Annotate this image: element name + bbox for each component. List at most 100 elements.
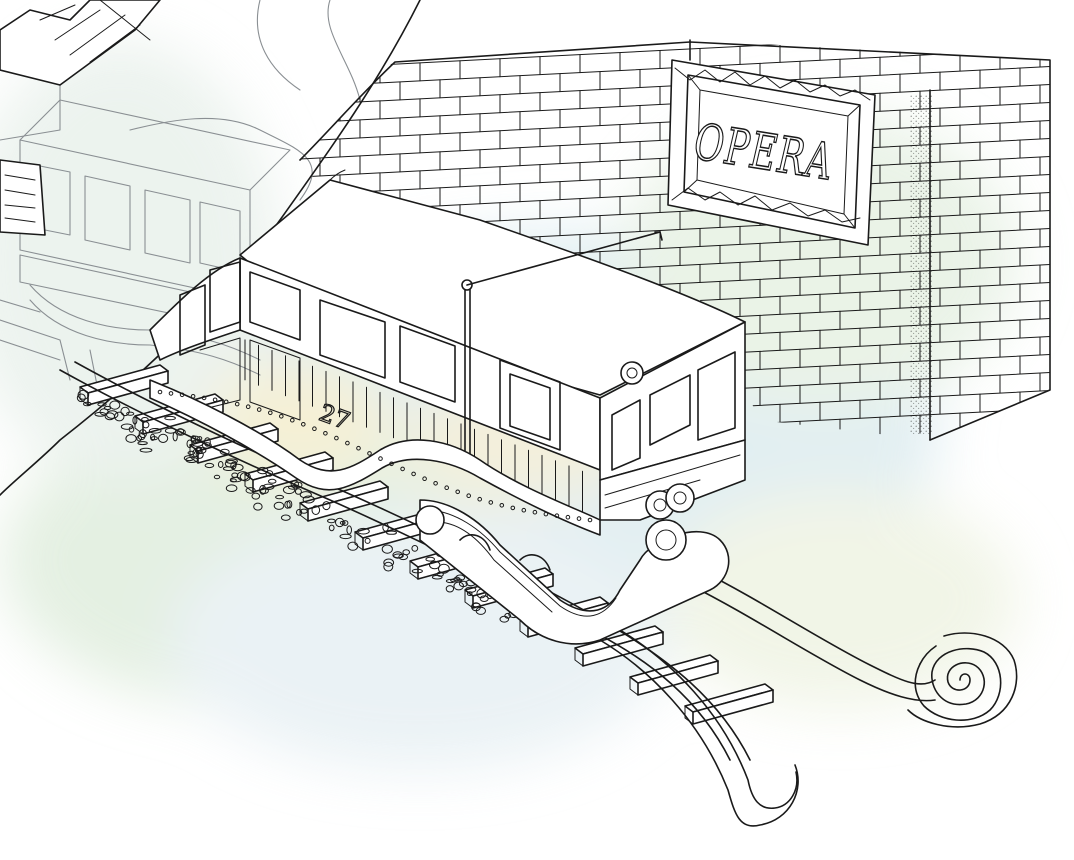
gravel-pebble bbox=[150, 433, 156, 441]
rivet bbox=[466, 493, 472, 499]
rivet bbox=[301, 422, 306, 427]
rivet bbox=[543, 511, 549, 517]
gravel-pebble bbox=[259, 487, 269, 495]
rivet bbox=[411, 471, 416, 477]
gravel-pebble bbox=[204, 462, 215, 469]
gravel-pebble bbox=[294, 488, 302, 495]
gravel-pebble bbox=[383, 561, 394, 572]
gravel-pebble bbox=[132, 416, 138, 425]
rivet bbox=[400, 466, 405, 472]
rivet bbox=[444, 485, 450, 491]
gravel-pebble bbox=[425, 556, 436, 562]
gravel-pebble bbox=[339, 533, 352, 540]
gravel-pebble bbox=[204, 437, 211, 447]
rivet bbox=[477, 496, 483, 502]
gravel-pebble bbox=[300, 508, 308, 514]
gravel-pebble bbox=[175, 428, 186, 436]
gravel-pebble bbox=[335, 517, 345, 528]
gravel-pebble bbox=[286, 500, 293, 509]
gravel-pebble bbox=[429, 560, 441, 570]
gravel-pebble bbox=[253, 502, 263, 511]
rivet bbox=[279, 414, 284, 419]
rivet bbox=[367, 451, 372, 456]
gravel-pebble bbox=[183, 455, 195, 462]
brick-course bbox=[300, 65, 1050, 107]
brick-course bbox=[300, 40, 1050, 71]
rivet bbox=[565, 514, 571, 520]
gravel-pebble bbox=[251, 492, 261, 500]
gravel-pebble bbox=[431, 574, 443, 580]
rivet bbox=[212, 397, 218, 403]
rivet bbox=[234, 401, 240, 407]
rivet bbox=[576, 516, 582, 521]
rivet bbox=[389, 461, 394, 467]
opera-sign: OPERA bbox=[667, 59, 876, 246]
gravel-pebble bbox=[164, 415, 176, 421]
gravel-pebble bbox=[259, 484, 267, 495]
rivet bbox=[433, 481, 438, 486]
rivet bbox=[190, 394, 196, 399]
gravel-pebble bbox=[120, 406, 130, 417]
gravel-pebble bbox=[311, 505, 321, 516]
gravel-pebble bbox=[327, 518, 336, 524]
gravel-pebble bbox=[245, 487, 256, 494]
gravel-pebble bbox=[465, 586, 477, 593]
gravel-pebble bbox=[445, 585, 455, 593]
rivet bbox=[223, 399, 229, 405]
gravel-pebble bbox=[466, 591, 473, 596]
gravel-pebble bbox=[475, 606, 486, 615]
gravel-pebble bbox=[411, 568, 423, 574]
rivet bbox=[290, 417, 295, 423]
rivet bbox=[455, 489, 461, 495]
gravel-pebble bbox=[472, 602, 481, 608]
gravel-pebble bbox=[213, 474, 221, 480]
gravel-pebble bbox=[195, 449, 204, 459]
gravel-pebble bbox=[322, 501, 331, 511]
track-tie bbox=[299, 480, 389, 522]
rivet bbox=[245, 404, 251, 410]
brick-course bbox=[300, 47, 1050, 89]
gravel-pebble bbox=[125, 434, 137, 443]
gravel-pebble bbox=[499, 615, 510, 623]
gravel-pebble bbox=[126, 411, 135, 416]
gravel-pebble bbox=[393, 553, 404, 559]
gravel-pebble bbox=[296, 509, 303, 516]
gravel-pebble bbox=[139, 447, 153, 453]
gravel-pebble bbox=[99, 408, 109, 416]
gravel-pebble bbox=[383, 558, 395, 567]
gravel-pebble bbox=[109, 400, 121, 410]
gravel-pebble bbox=[458, 580, 468, 588]
gravel-pebble bbox=[299, 491, 312, 499]
gravel-pebble bbox=[138, 429, 147, 439]
rivet bbox=[312, 426, 317, 432]
torn-page-edge bbox=[0, 0, 421, 496]
gravel-pebble bbox=[76, 393, 86, 403]
rivet bbox=[268, 410, 273, 416]
rivet bbox=[334, 435, 339, 441]
gravel-pebble bbox=[120, 423, 134, 430]
gravel-pebble bbox=[187, 450, 196, 455]
gravel-pebble bbox=[201, 442, 212, 449]
gravel-pebble bbox=[229, 476, 242, 483]
rivet bbox=[422, 476, 427, 482]
gravel-pebble bbox=[158, 433, 169, 443]
gravel-pebble bbox=[328, 524, 335, 532]
gravel-pebble bbox=[141, 417, 149, 422]
gravel-pebble bbox=[275, 494, 285, 500]
rivet bbox=[256, 407, 262, 412]
rivet bbox=[157, 389, 163, 395]
gravel-pebble bbox=[257, 466, 269, 475]
gravel-pebble bbox=[148, 428, 162, 434]
gravel-pebble bbox=[273, 501, 285, 510]
gravel-pebble bbox=[438, 563, 450, 574]
rivet bbox=[323, 431, 328, 436]
gravel-pebble bbox=[114, 411, 125, 422]
rivet bbox=[499, 503, 505, 508]
gravel-pebble bbox=[280, 514, 291, 521]
gravel-pebble bbox=[137, 441, 148, 446]
gravel-pebble bbox=[364, 537, 371, 544]
gravel-pebble bbox=[219, 448, 230, 455]
rail-spiral bbox=[907, 632, 1018, 728]
gravel-pebble bbox=[142, 421, 150, 429]
